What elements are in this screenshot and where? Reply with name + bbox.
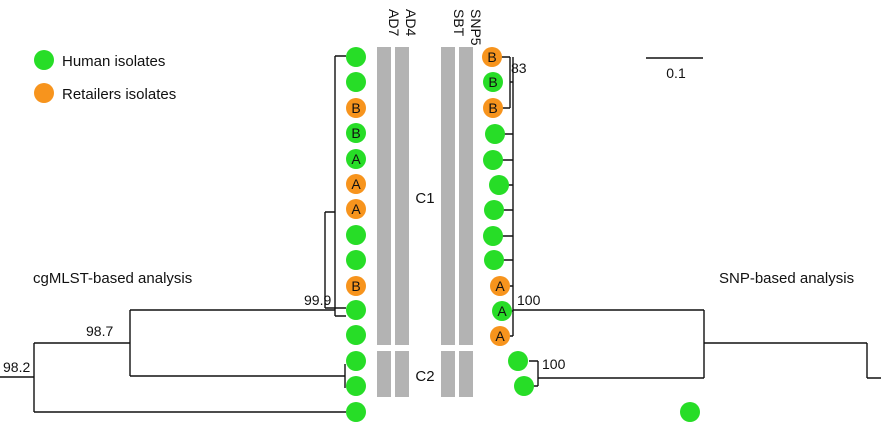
left-isolate-3-type-label: B [351, 100, 360, 116]
right-isolate-3-type-label: B [488, 100, 497, 116]
left-isolate-14 [346, 376, 366, 396]
cluster-label-c2: C2 [415, 368, 434, 385]
left-isolate-10-type-label: B [351, 278, 360, 294]
right-isolate-2 [483, 72, 503, 92]
right-isolate-9 [484, 250, 504, 270]
left-isolate-6-type-label: A [351, 176, 361, 192]
sbt-bar-c1 [441, 47, 455, 345]
legend-human-label: Human isolates [62, 53, 165, 70]
column-header-snp5: SNP5 [468, 9, 484, 46]
right-isolate-4 [485, 124, 505, 144]
right-isolate-14 [514, 376, 534, 396]
left-isolate-4 [346, 123, 366, 143]
ad4-bar-c1 [395, 47, 409, 345]
left-isolate-1 [346, 47, 366, 67]
left-isolate-8 [346, 225, 366, 245]
left-isolate-4-type-label: B [351, 125, 360, 141]
snp5-bar-c1 [459, 47, 473, 345]
left-isolate-11 [346, 300, 366, 320]
right-isolate-6 [489, 175, 509, 195]
left-root-node [0, 342, 346, 413]
legend-retail-label: Retailers isolates [62, 86, 176, 103]
support-values: 98.2 98.7 99.9 100 83 100 [3, 60, 566, 375]
left-isolate-12 [346, 325, 366, 345]
right-isolate-12-type-label: A [495, 328, 505, 344]
right-isolate-1 [482, 47, 502, 67]
support-right-c2: 100 [542, 356, 566, 372]
left-isolate-5-type-label: A [351, 151, 361, 167]
support-right-top: 83 [511, 60, 527, 76]
ad4-bar-c2 [395, 351, 409, 397]
ad7-bar-c2 [377, 351, 391, 397]
left-isolate-7-type-label: A [351, 201, 361, 217]
column-header-sbt: SBT [451, 9, 467, 37]
left-c1-top-clade [334, 55, 346, 317]
ad7-bar-c1 [377, 47, 391, 345]
left-isolate-6 [346, 174, 366, 194]
left-isolate-5 [346, 149, 366, 169]
legend-retail-swatch [34, 83, 54, 103]
left-isolate-15 [346, 402, 366, 422]
left-isolate-2 [346, 72, 366, 92]
left-isolate-13 [346, 351, 366, 371]
support-left-root: 98.2 [3, 359, 30, 375]
typing-bars [377, 47, 473, 397]
right-isolate-10-type-label: A [495, 278, 505, 294]
right-isolate-7 [484, 200, 504, 220]
sbt-bar-c2 [441, 351, 455, 397]
snp-tree [500, 56, 881, 387]
right-isolate-1-type-label: B [487, 49, 496, 65]
right-isolate-12 [490, 326, 510, 346]
left-inner-node [129, 309, 345, 377]
right-inner-node [513, 309, 705, 379]
cgmlst-tree [0, 55, 346, 413]
right-isolate-8 [483, 226, 503, 246]
right-isolate-13 [508, 351, 528, 371]
support-left-c1: 99.9 [304, 292, 331, 308]
right-isolate-11 [492, 301, 512, 321]
left-isolate-3 [346, 98, 366, 118]
scale-bar: 0.1 [646, 57, 703, 81]
legend: Human isolates Retailers isolates [34, 50, 176, 103]
right-isolate-15 [680, 402, 700, 422]
right-isolate-10 [490, 276, 510, 296]
left-analysis-title: cgMLST-based analysis [33, 270, 192, 287]
left-isolate-7 [346, 199, 366, 219]
right-isolate-3 [483, 98, 503, 118]
support-left-inner: 98.7 [86, 323, 113, 339]
scale-bar-label: 0.1 [666, 65, 686, 81]
column-headers: AD7 AD4 SBT SNP5 [386, 9, 484, 46]
right-root-node [704, 342, 881, 379]
support-right-c1: 100 [517, 292, 541, 308]
cluster-label-c1: C1 [415, 190, 434, 207]
column-header-ad7: AD7 [386, 9, 402, 36]
right-isolate-2-type-label: B [488, 74, 497, 90]
left-isolate-9 [346, 250, 366, 270]
column-header-ad4: AD4 [403, 9, 419, 36]
legend-human-swatch [34, 50, 54, 70]
left-isolate-10 [346, 276, 366, 296]
snp5-bar-c2 [459, 351, 473, 397]
right-isolate-5 [483, 150, 503, 170]
left-c1-subclade [324, 211, 346, 309]
right-analysis-title: SNP-based analysis [719, 270, 854, 287]
right-isolate-11-type-label: A [497, 303, 507, 319]
